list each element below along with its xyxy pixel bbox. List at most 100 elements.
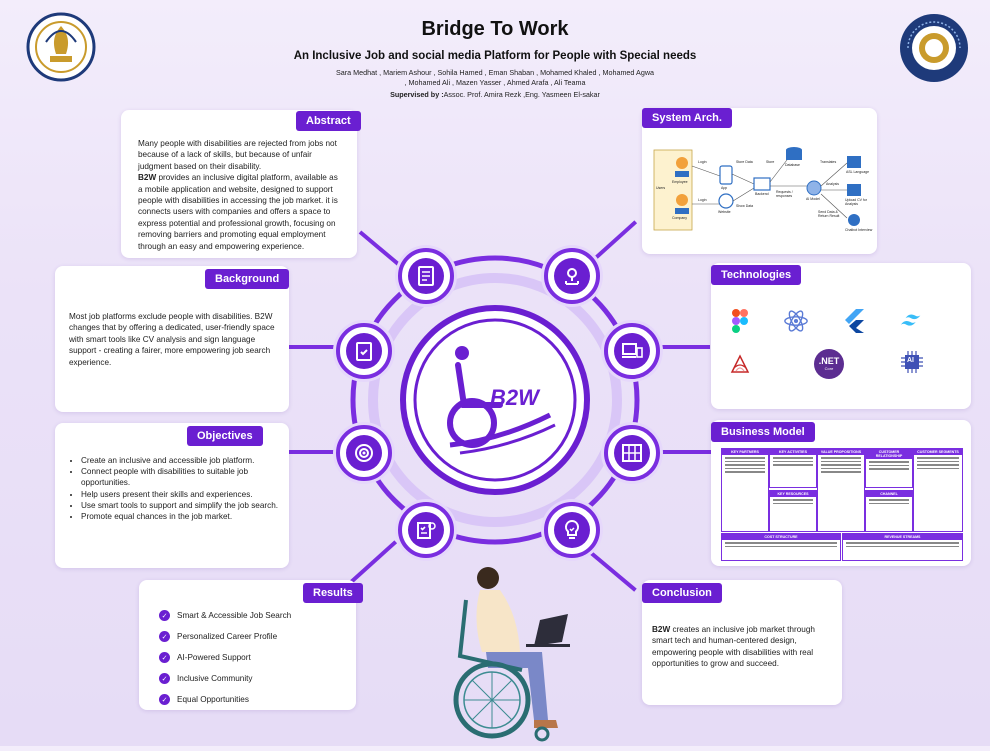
supervised-label: Supervised by : bbox=[390, 90, 444, 99]
result-item: ✓ AI-Powered Support bbox=[159, 652, 349, 663]
ai-chip-icon: AI bbox=[899, 349, 925, 375]
poster-title: Bridge To Work bbox=[421, 18, 569, 40]
checklist-target-icon bbox=[417, 522, 436, 539]
faculty-seal-icon bbox=[900, 14, 968, 82]
conclusion-body: creates an inclusive job market through … bbox=[652, 625, 815, 669]
background-label: Background bbox=[205, 269, 290, 289]
dotnet-icon: .NET Core bbox=[814, 349, 844, 379]
result-item: ✓ Equal Opportunities bbox=[159, 694, 349, 705]
result-text: Smart & Accessible Job Search bbox=[177, 611, 292, 620]
arch-translates-label: Translates bbox=[820, 160, 837, 164]
objectives-list: Create an inclusive and accessible job p… bbox=[67, 455, 291, 522]
figma-icon bbox=[727, 308, 753, 334]
node-system-arch[interactable] bbox=[544, 248, 600, 304]
results-list: ✓Smart & Accessible Job Search ✓Personal… bbox=[159, 610, 349, 715]
objective-item: Create an inclusive and accessible job p… bbox=[81, 455, 291, 466]
result-item: ✓ Smart & Accessible Job Search bbox=[159, 610, 349, 621]
business-model-label: Business Model bbox=[711, 422, 815, 442]
technologies-label: Technologies bbox=[711, 265, 802, 285]
ai-chip-label: AI bbox=[907, 357, 914, 364]
document-icon bbox=[418, 266, 434, 286]
objectives-card: Create an inclusive and accessible job p… bbox=[55, 423, 289, 568]
bm-customer-relationship: CUSTOMER RELATIONSHIP bbox=[865, 448, 913, 488]
university-seal-icon bbox=[26, 12, 96, 82]
objective-item: Promote equal chances in the job market. bbox=[81, 511, 291, 522]
bm-cost-structure: COST STRUCTURE bbox=[721, 533, 841, 561]
node-background[interactable] bbox=[336, 323, 392, 379]
arch-website-label: Website bbox=[718, 210, 731, 214]
system-arch-label: System Arch. bbox=[642, 108, 732, 128]
wheelchair-user-illustration bbox=[430, 560, 590, 746]
bm-header: REVENUE STREAMS bbox=[843, 534, 962, 540]
bm-key-activities: KEY ACTIVITIES bbox=[769, 448, 817, 488]
abstract-paragraph-1: Many people with disabilities are reject… bbox=[138, 139, 337, 171]
check-icon: ✓ bbox=[159, 652, 170, 663]
canvas-grid-icon bbox=[622, 444, 642, 462]
supervisor-names: Assoc. Prof. Amira Rezk ,Eng. Yasmeen El… bbox=[443, 90, 600, 99]
result-item: ✓ Inclusive Community bbox=[159, 673, 349, 684]
check-icon: ✓ bbox=[159, 694, 170, 705]
result-text: Equal Opportunities bbox=[177, 695, 249, 704]
authors-line-1: Sara Medhat , Mariem Ashour , Sohila Ham… bbox=[335, 68, 655, 77]
bm-header: KEY ACTIVITIES bbox=[770, 449, 816, 455]
dotnet-sub: Core bbox=[824, 366, 834, 371]
sql-server-icon bbox=[727, 351, 753, 377]
lightbulb-icon bbox=[564, 519, 580, 539]
bm-header: CHANNEL bbox=[866, 491, 912, 497]
b2w-logo: B2W bbox=[420, 325, 570, 475]
result-text: AI-Powered Support bbox=[177, 653, 251, 662]
bm-header: KEY RESOURCES bbox=[770, 491, 816, 497]
devices-icon bbox=[622, 343, 643, 358]
target-icon bbox=[355, 444, 373, 462]
abstract-paragraph-2-text: provides an inclusive digital platform, … bbox=[138, 173, 338, 251]
arch-show-data-label: Show Data bbox=[736, 204, 754, 208]
arch-company-label: Company bbox=[672, 216, 687, 220]
abstract-label: Abstract bbox=[296, 111, 361, 131]
arch-login-label-2: Login bbox=[698, 198, 707, 202]
conclusion-text: B2W creates an inclusive job market thro… bbox=[652, 624, 836, 670]
node-technologies[interactable] bbox=[604, 323, 660, 379]
arch-chatbot-label: Chatbot Interview bbox=[845, 228, 873, 232]
arch-requests-label: Requests / responses bbox=[776, 190, 793, 198]
clipboard-icon bbox=[356, 342, 372, 361]
bm-customer-segments: CUSTOMER SEGMENTS bbox=[913, 448, 963, 532]
bm-revenue-streams: REVENUE STREAMS bbox=[842, 533, 963, 561]
tailwind-icon bbox=[899, 308, 925, 334]
background-card: Most job platforms exclude people with d… bbox=[55, 266, 289, 412]
check-icon: ✓ bbox=[159, 673, 170, 684]
objective-item: Connect people with disabilities to suit… bbox=[81, 466, 291, 488]
abstract-b2w: B2W bbox=[138, 173, 157, 183]
bm-key-resources: KEY RESOURCES bbox=[769, 490, 817, 532]
arch-app-label: App bbox=[721, 186, 728, 190]
react-icon bbox=[783, 308, 809, 334]
dotnet-label: .NET bbox=[818, 356, 840, 366]
abstract-paragraph-2: B2W provides an inclusive digital platfo… bbox=[138, 172, 344, 252]
result-item: ✓Personalized Career Profile bbox=[159, 631, 349, 642]
arch-analysis-out-label: Upload CV for Analysis bbox=[845, 198, 867, 206]
objective-item: Help users present their skills and expe… bbox=[81, 489, 291, 500]
arch-users-label: Users bbox=[656, 186, 666, 190]
conclusion-label: Conclusion bbox=[642, 583, 722, 603]
arch-analysis-label: Analysis bbox=[826, 182, 840, 186]
node-objectives[interactable] bbox=[336, 425, 392, 481]
spoke-business bbox=[640, 450, 715, 454]
person-wheelchair-laptop-icon bbox=[453, 567, 570, 742]
spoke-objectives bbox=[280, 450, 350, 454]
node-abstract[interactable] bbox=[398, 248, 454, 304]
right-logo bbox=[898, 12, 970, 84]
check-icon: ✓ bbox=[159, 610, 170, 621]
gear-network-icon bbox=[565, 268, 579, 285]
background-text: Most job platforms exclude people with d… bbox=[69, 312, 275, 367]
b2w-logo-text: B2W bbox=[490, 385, 539, 410]
result-text: Personalized Career Profile bbox=[177, 632, 278, 641]
node-results[interactable] bbox=[398, 502, 454, 558]
objective-item: Use smart tools to support and simplify … bbox=[81, 500, 291, 511]
bm-header: VALUE PROPOSITIONS bbox=[818, 449, 864, 455]
objectives-label: Objectives bbox=[187, 426, 263, 446]
node-conclusion[interactable] bbox=[544, 502, 600, 558]
node-business-model[interactable] bbox=[604, 425, 660, 481]
result-text: Inclusive Community bbox=[177, 674, 253, 683]
poster-subtitle: An Inclusive Job and social media Platfo… bbox=[293, 50, 697, 62]
arch-database-label: Database bbox=[785, 163, 800, 167]
supervisors-line: Supervised by :Assoc. Prof. Amira Rezk ,… bbox=[250, 90, 740, 100]
